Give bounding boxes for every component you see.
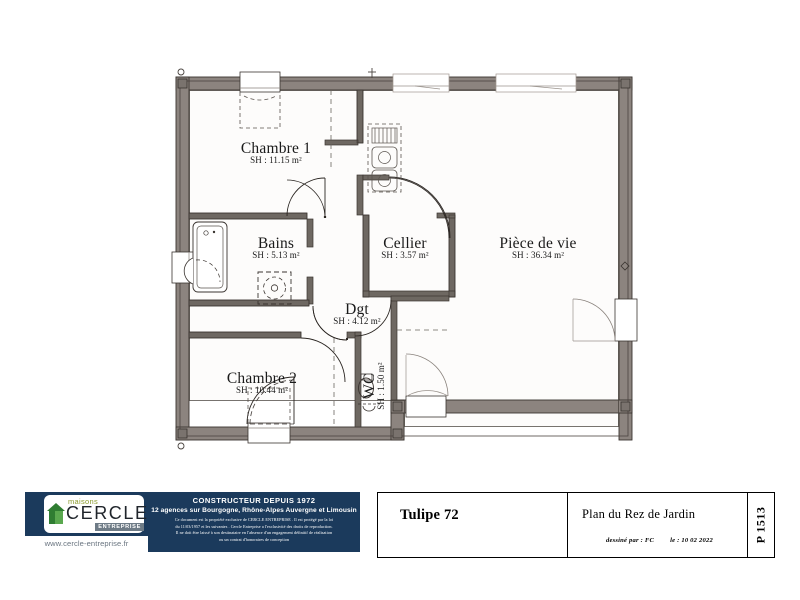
floor-plan-vector bbox=[171, 68, 638, 450]
plan-date: le : 10 02 2022 bbox=[670, 537, 714, 544]
model-name: Tulipe 72 bbox=[400, 507, 459, 523]
legal-line-1: Ce document est la propriété exclusive d… bbox=[174, 517, 334, 522]
title-block: Tulipe 72 Plan du Rez de Jardin dessiné … bbox=[377, 492, 775, 558]
plan-metadata: dessiné par : FC le : 10 02 2022 bbox=[606, 537, 713, 544]
banner-headline: CONSTRUCTEUR DEPUIS 1972 bbox=[192, 496, 316, 505]
cellier-appliances bbox=[367, 123, 402, 193]
company-logo: maisons CERCLE ENTREPRISE www.cercle-ent… bbox=[25, 492, 148, 552]
title-block-model-cell: Tulipe 72 bbox=[378, 493, 568, 557]
house-roof-icon bbox=[47, 503, 65, 511]
logo-entreprise-text: ENTREPRISE bbox=[95, 523, 144, 531]
plan-reference: P 1513 bbox=[753, 506, 768, 544]
plan-title: Plan du Rez de Jardin bbox=[582, 507, 696, 521]
drawn-by: dessiné par : FC bbox=[606, 537, 655, 544]
interior-wall-outlines bbox=[188, 89, 456, 339]
floor-plan-drawing: Chambre 1 SH : 11.15 m² Bains SH : 5.13 … bbox=[171, 68, 638, 450]
legal-line-4: ou un contrat d'honoraires de conception bbox=[218, 536, 290, 542]
logo-maisons-text: maisons bbox=[68, 497, 99, 506]
construction-marks bbox=[177, 68, 630, 450]
chambre2-door-swing bbox=[249, 379, 295, 425]
title-block-plan-cell: Plan du Rez de Jardin dessiné par : FC le… bbox=[568, 493, 748, 557]
legal-line-3: Il ne doit être laissé à son destinatair… bbox=[175, 530, 333, 535]
house-body-shade-icon bbox=[49, 511, 55, 524]
company-banner: CONSTRUCTEUR DEPUIS 1972 12 agences sur … bbox=[148, 492, 360, 552]
bathroom-fixtures bbox=[183, 221, 292, 305]
company-website[interactable]: www.cercle-entreprise.fr bbox=[44, 539, 129, 548]
logo-cercle-text: CERCLE bbox=[66, 503, 148, 523]
corner-posts bbox=[177, 78, 631, 439]
alignment-dashed-lines bbox=[330, 90, 449, 427]
wc-fixtures bbox=[358, 373, 380, 412]
banner-subline: 12 agences sur Bourgogne, Rhône-Alpes Au… bbox=[151, 506, 357, 514]
title-block-ref-cell: P 1513 bbox=[748, 493, 774, 557]
chambre1-window-detail bbox=[239, 92, 281, 129]
page-footer: maisons CERCLE ENTREPRISE www.cercle-ent… bbox=[0, 470, 800, 600]
legal-line-2: du 11/03/1957 et les suivantes . Cercle … bbox=[175, 523, 333, 529]
logo-badge: maisons CERCLE ENTREPRISE bbox=[25, 492, 148, 536]
chambre2-door-arc bbox=[246, 376, 295, 425]
legal-notice: Ce document est la propriété exclusive d… bbox=[148, 517, 360, 543]
door-leaves bbox=[286, 176, 451, 383]
floor-fill bbox=[190, 90, 618, 427]
